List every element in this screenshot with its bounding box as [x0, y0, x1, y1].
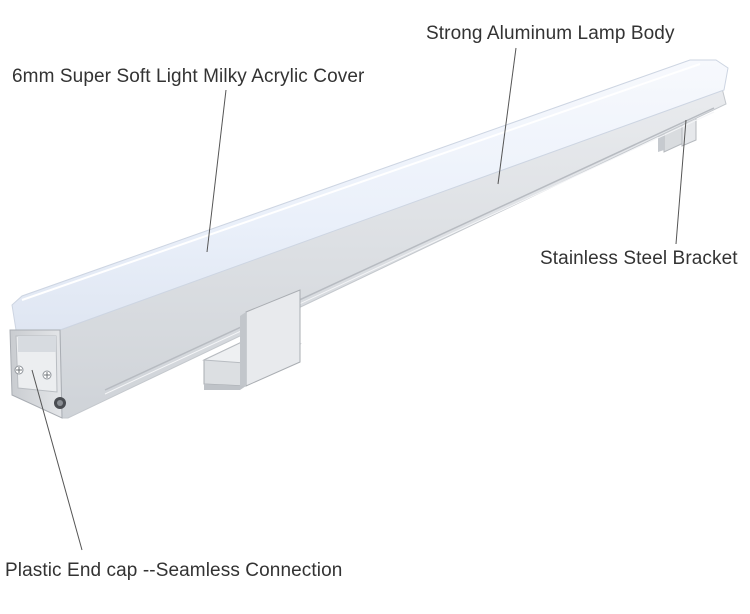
- callout-lamp-body: Strong Aluminum Lamp Body: [426, 23, 675, 44]
- leader-endcap: [31, 369, 83, 551]
- end-cap: [9, 329, 66, 419]
- leader-bracket: [675, 119, 687, 245]
- acrylic-cover: [11, 59, 729, 331]
- near-bracket: [202, 289, 302, 390]
- leader-cover: [206, 89, 227, 253]
- body-groove: [104, 107, 715, 391]
- callout-steel-bracket: Stainless Steel Bracket: [540, 248, 738, 269]
- callout-acrylic-cover: 6mm Super Soft Light Milky Acrylic Cover: [12, 66, 365, 87]
- callout-end-cap: Plastic End cap --Seamless Connection: [5, 560, 343, 581]
- leader-body: [497, 47, 517, 185]
